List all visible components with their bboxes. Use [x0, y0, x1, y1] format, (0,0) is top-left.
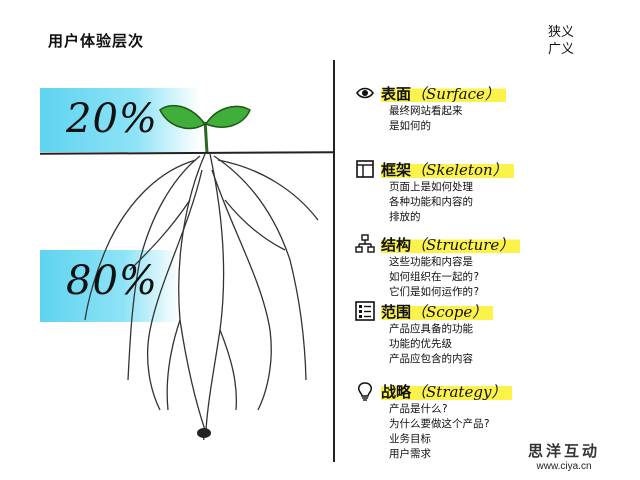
watermark: 思洋互动 www.ciya.cn [528, 440, 600, 472]
layer-title: 范围（Scope） [381, 300, 494, 322]
layer-structure: 结构（Structure） 这些功能和内容是 如何组织在一起的? 它们是如何运作… [355, 233, 521, 300]
eye-icon [355, 83, 375, 103]
layer-description: 产品是什么? 为什么要做这个产品? 业务目标 用户需求 [389, 403, 490, 460]
percent-bottom: 80% [66, 258, 158, 304]
scope-labels: 狭义 广义 [548, 24, 574, 58]
hierarchy-icon [355, 234, 375, 254]
divider-line [333, 60, 335, 462]
leaf-right [204, 105, 251, 128]
layer-description: 这些功能和内容是 如何组织在一起的? 它们是如何运作的? [389, 256, 480, 298]
roots [84, 153, 319, 441]
sprout-stem [203, 121, 209, 153]
layer-title: 表面（Surface） [381, 82, 506, 104]
page-title: 用户体验层次 [48, 32, 145, 50]
layer-title: 战略（Strategy） [381, 380, 513, 402]
layer-description: 产品应具备的功能 功能的优先级 产品应包含的内容 [389, 323, 473, 365]
watermark-name: 思洋互动 [528, 442, 601, 460]
layer-description: 页面上是如何处理 各种功能和内容的 排放的 [389, 181, 473, 223]
layer-strategy: 战略（Strategy） 产品是什么? 为什么要做这个产品? 业务目标 用户需求 [355, 380, 513, 462]
lightbulb-icon [355, 381, 375, 401]
leaf-left [159, 104, 207, 130]
list-icon [355, 301, 375, 321]
layer-scope: 范围（Scope） 产品应具备的功能 功能的优先级 产品应包含的内容 [355, 300, 494, 367]
layer-title: 结构（Structure） [381, 233, 521, 255]
narrow-label: 狭义 [548, 25, 575, 40]
seed [197, 428, 211, 438]
frame-icon [355, 159, 375, 179]
watermark-url: www.ciya.cn [536, 461, 592, 472]
layer-surface: 表面（Surface） 最终网站看起来 是如何的 [355, 82, 506, 134]
layer-description: 最终网站看起来 是如何的 [389, 105, 463, 132]
percent-top: 20% [66, 96, 158, 142]
bottom-band [40, 250, 180, 322]
layer-title: 框架（Skeleton） [381, 158, 514, 180]
broad-label: 广义 [548, 42, 575, 57]
layer-skeleton: 框架（Skeleton） 页面上是如何处理 各种功能和内容的 排放的 [355, 158, 514, 225]
